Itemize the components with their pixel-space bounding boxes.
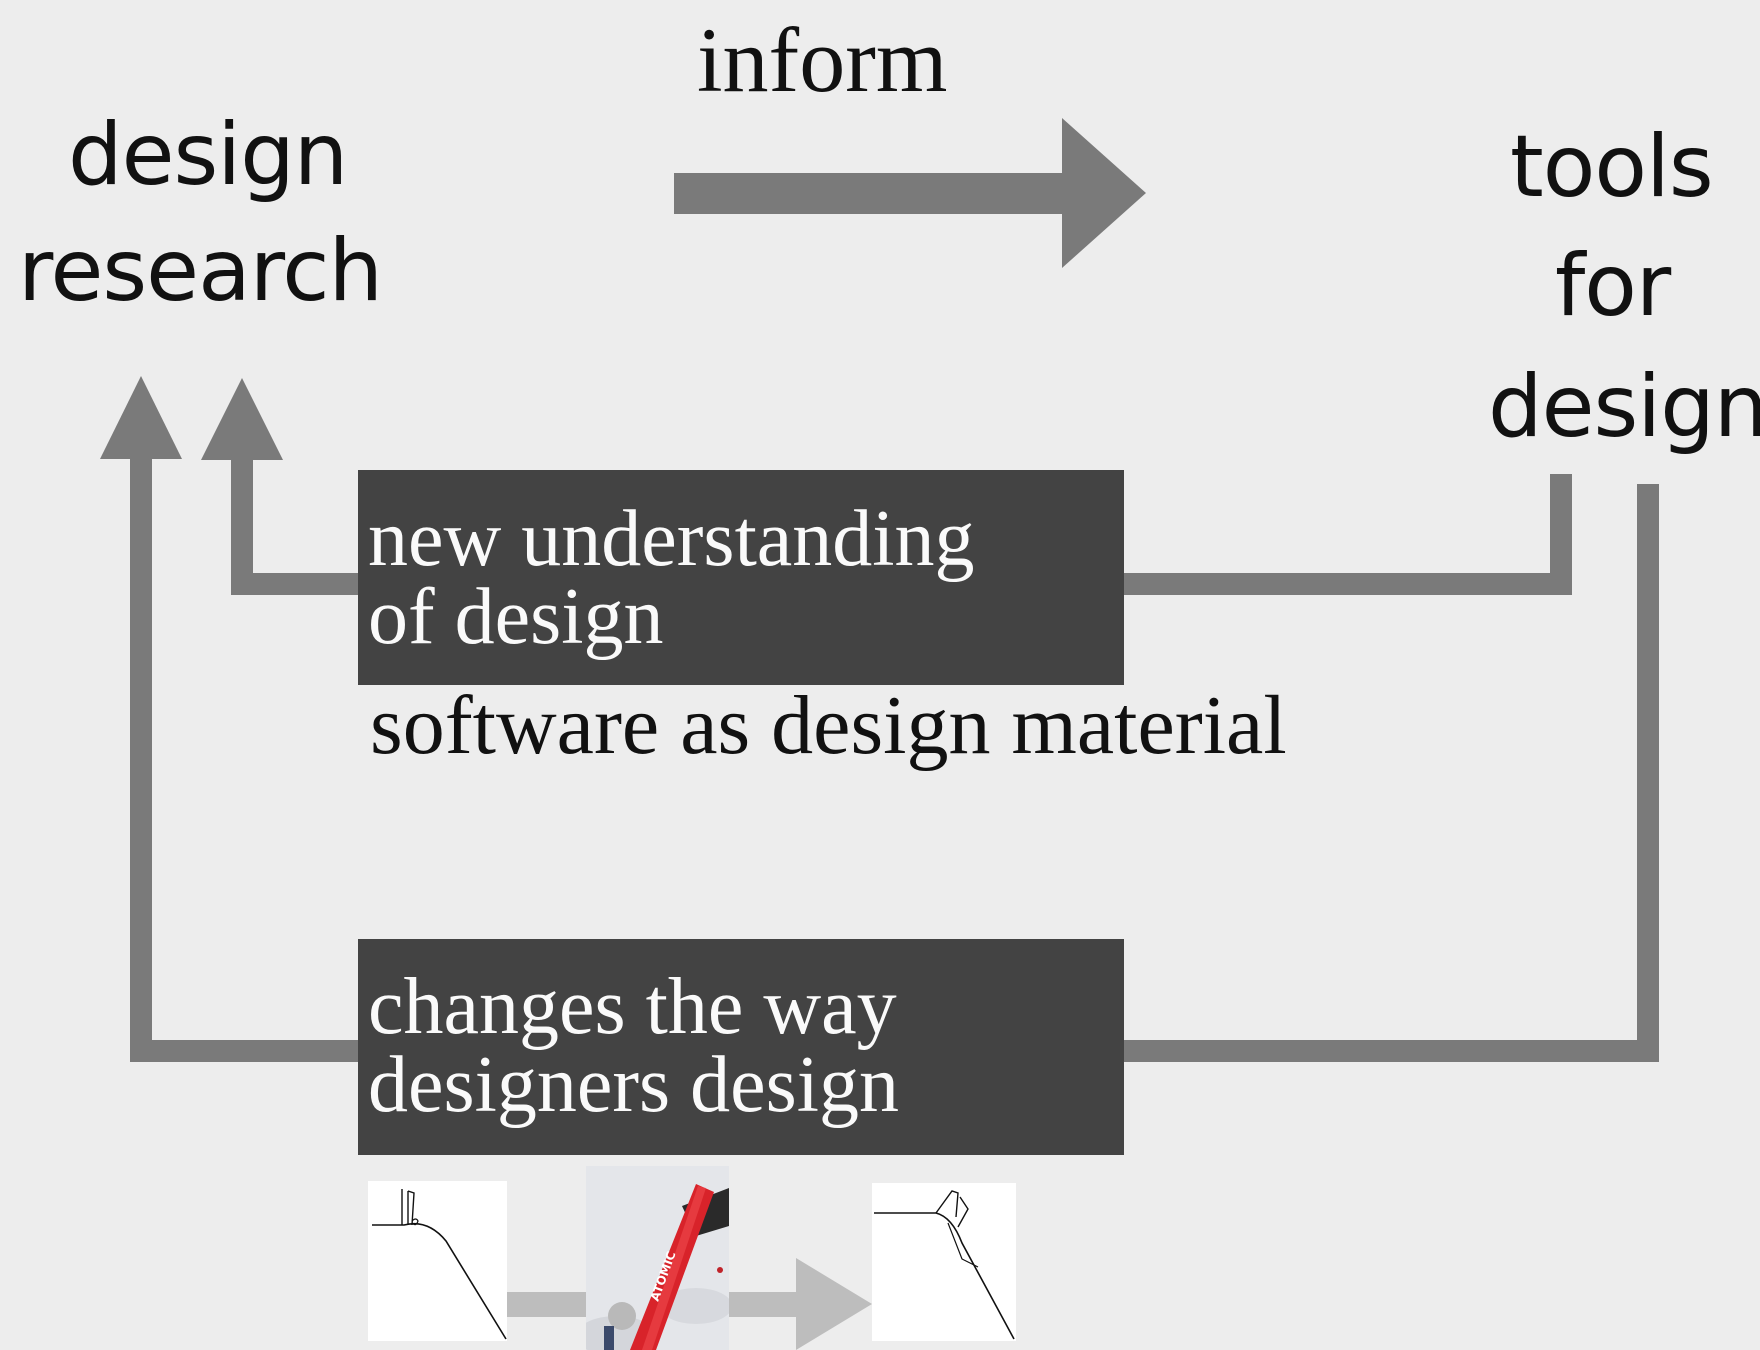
ski-photo: ATOMIC xyxy=(586,1166,729,1350)
tools-for-design-label-line2: for xyxy=(1555,236,1671,336)
new-understanding-line2: of design xyxy=(368,573,664,661)
new-understanding-line1: new understanding xyxy=(368,495,975,583)
changes-way-box xyxy=(358,939,1124,1155)
sketch-after-image xyxy=(872,1183,1016,1341)
tools-for-design-label-line1: tools xyxy=(1510,117,1714,217)
inner-loop-arrowhead xyxy=(201,378,283,460)
new-understanding-box xyxy=(358,470,1124,685)
design-research-label-line2: research xyxy=(18,221,383,321)
software-material-caption: software as design material xyxy=(370,679,1287,772)
sketch-before-image xyxy=(368,1181,507,1341)
outer-loop-arrowhead xyxy=(100,376,182,459)
changes-way-line1: changes the way xyxy=(368,963,897,1051)
sketch-arrow xyxy=(796,1258,872,1350)
inform-arrow xyxy=(674,118,1146,268)
design-research-label-line1: design xyxy=(68,105,348,205)
tools-for-design-label-line3: design xyxy=(1488,357,1760,457)
changes-way-line2: designers design xyxy=(368,1041,900,1129)
inform-label: inform xyxy=(697,9,948,111)
